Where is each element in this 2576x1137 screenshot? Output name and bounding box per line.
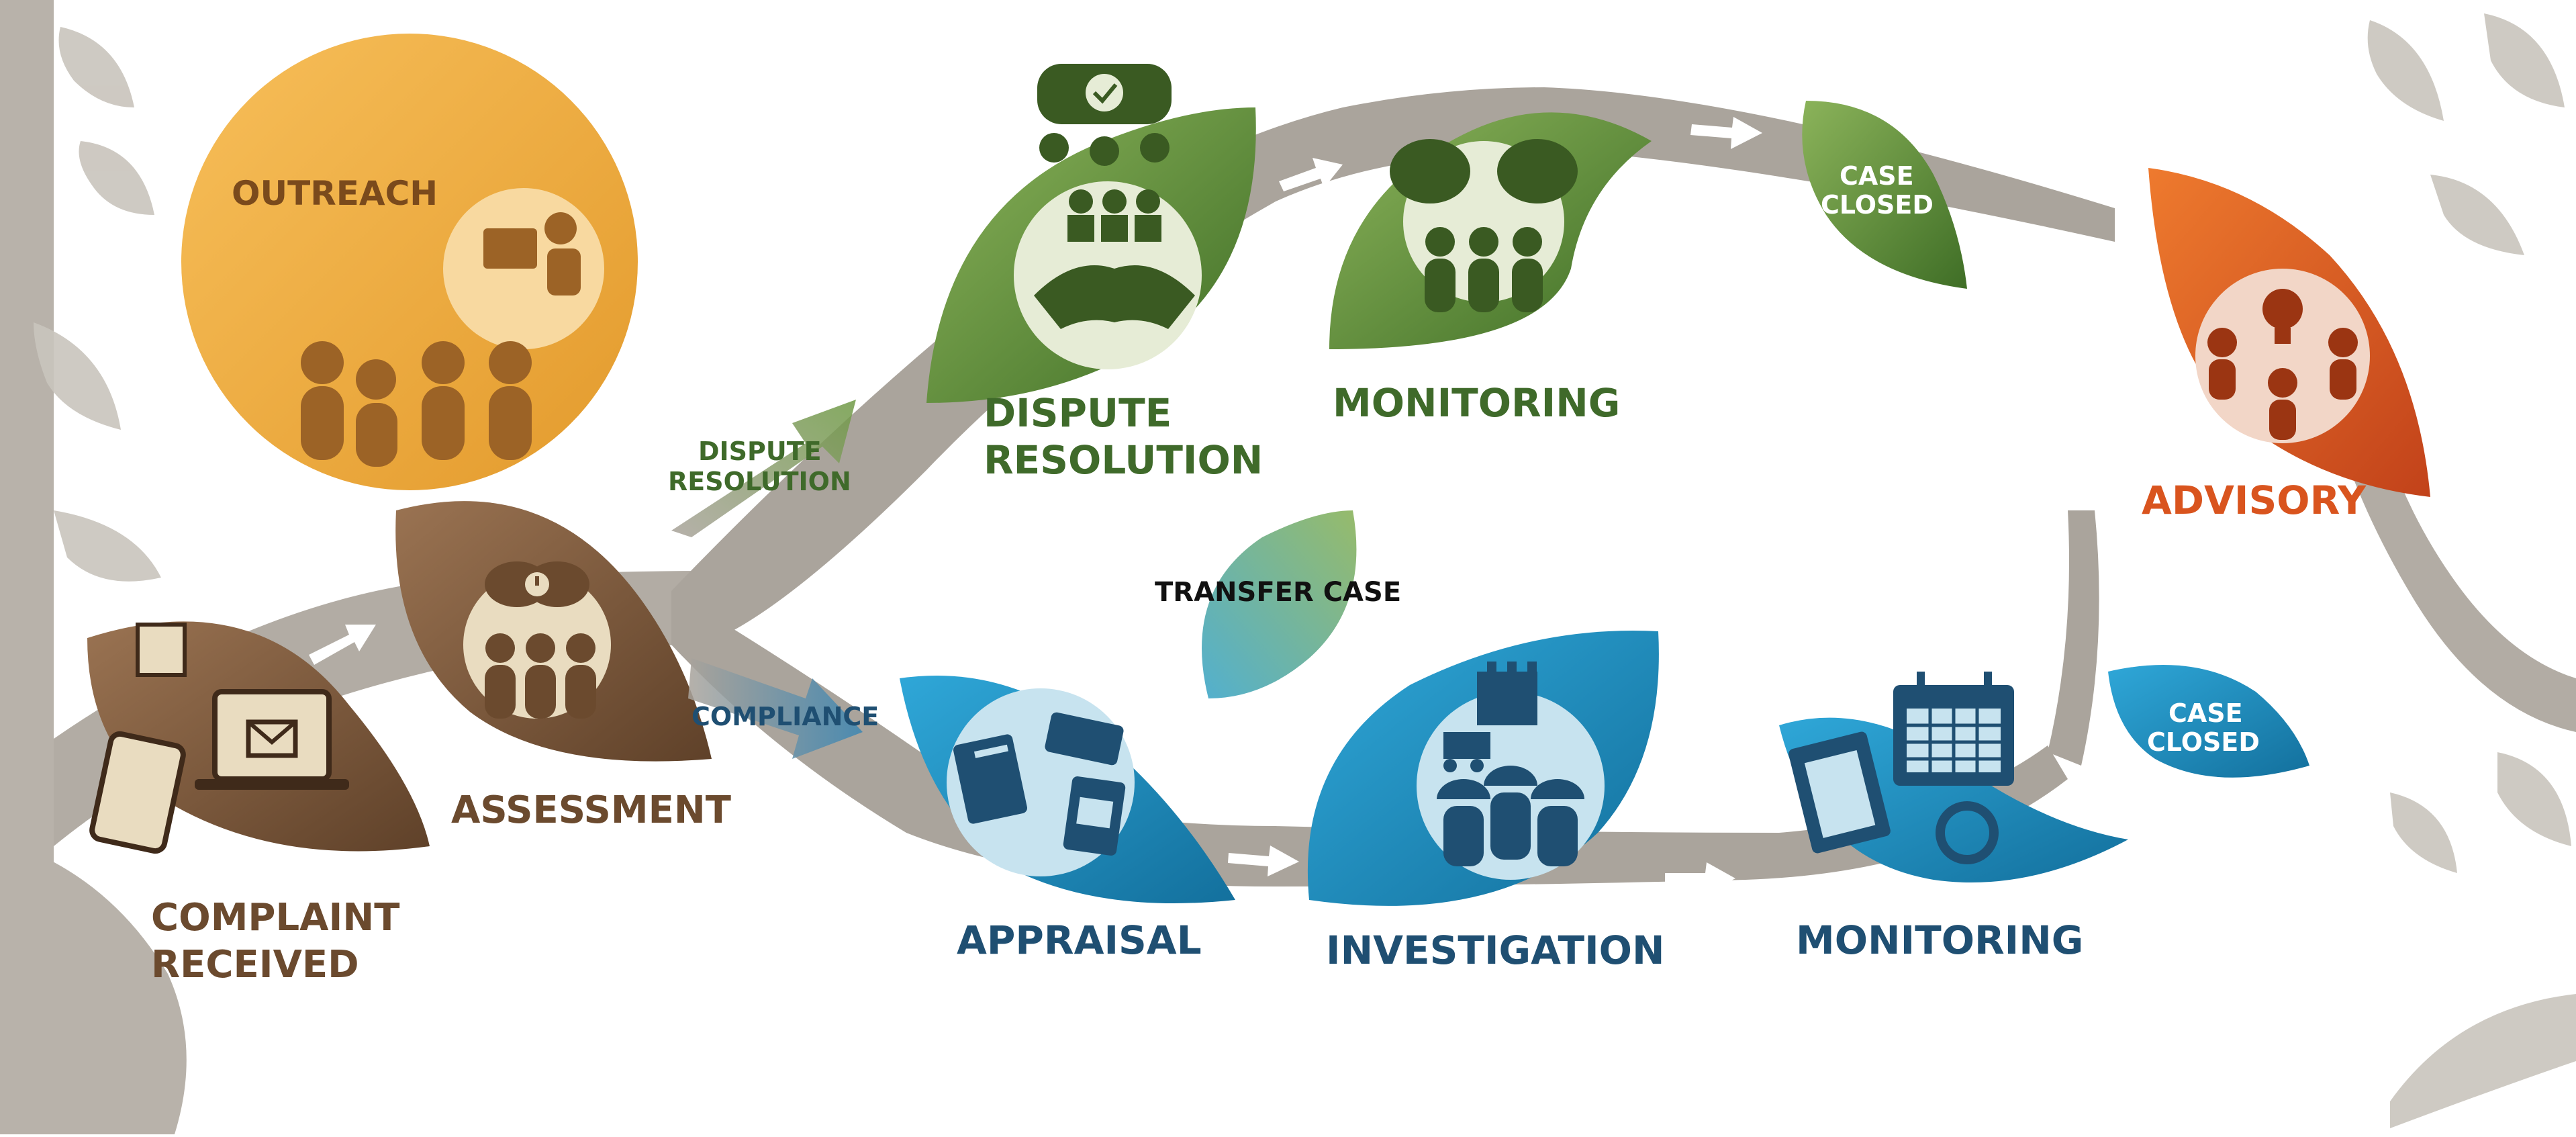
arrow-icon <box>309 625 376 665</box>
arrow-icon <box>688 658 863 759</box>
monitoring-c-label: MONITORING <box>1796 917 2083 963</box>
case-closed-dr-line1: CASE <box>1840 161 1914 191</box>
arrow-icon <box>2074 762 2115 801</box>
dispute-label-line1: DISPUTE <box>984 390 1172 436</box>
stage-complaint-received: COMPLAINT RECEIVED <box>87 621 430 987</box>
branch-label-dispute-line1: DISPUTE <box>698 437 822 466</box>
leaf-icon <box>2430 175 2524 255</box>
stage-assessment: ASSESSMENT <box>395 501 731 832</box>
monitoring-dr-label: MONITORING <box>1333 380 1620 426</box>
stage-monitoring-dispute: MONITORING <box>1329 112 1652 426</box>
arrow-icon <box>1665 862 1735 893</box>
trunk-root <box>0 839 187 1134</box>
leaf-icon <box>79 141 154 215</box>
branch-twig <box>2048 510 2099 766</box>
leaf-icon <box>58 27 134 107</box>
devices-icon <box>89 623 349 854</box>
checklist-bubbles-icon <box>1037 64 1172 166</box>
decorative-leaves <box>34 13 2576 1128</box>
branch-label-compliance: COMPLIANCE <box>691 702 879 731</box>
stage-outreach: OUTREACH <box>181 34 638 490</box>
complaint-label-line2: RECEIVED <box>151 943 359 987</box>
checklist-bubbles-icon <box>1390 139 1578 312</box>
transfer-leaf <box>1202 510 1357 698</box>
case-closed-c-leaf <box>2108 665 2309 778</box>
advisory-inner-circle <box>2195 269 2370 443</box>
stage-case-closed-dispute: CASE CLOSED <box>1802 101 1967 289</box>
case-closed-c-line1: CASE <box>2168 698 2243 728</box>
outreach-label: OUTREACH <box>232 174 438 213</box>
branch-label-dispute-line2: RESOLUTION <box>668 467 851 496</box>
leaf-icon <box>2497 752 2571 846</box>
advisory-label: ADVISORY <box>2142 477 2367 523</box>
arrow-icon <box>1690 117 1762 149</box>
branch-arrow-dispute: DISPUTE RESOLUTION <box>668 400 856 537</box>
leaf-icon <box>2367 20 2444 121</box>
leaf-icon <box>2390 994 2576 1128</box>
speech-bubbles-icon <box>485 561 596 719</box>
stage-investigation: INVESTIGATION <box>1307 631 1665 973</box>
complaint-label-line1: COMPLAINT <box>151 896 399 940</box>
branch-right <box>2336 416 2576 732</box>
stage-dispute-resolution: DISPUTE RESOLUTION <box>926 64 1263 483</box>
case-closed-c-line2: CLOSED <box>2147 727 2260 757</box>
stage-advisory: ADVISORY <box>2142 168 2430 523</box>
appraisal-label: APPRAISAL <box>957 917 1202 963</box>
case-closed-dr-line2: CLOSED <box>1821 190 1934 220</box>
people-presentation-icon <box>301 212 581 467</box>
case-closed-dr-leaf <box>1802 101 1967 289</box>
leaf-icon <box>2484 13 2565 107</box>
arrow-icon <box>1228 846 1299 876</box>
leaf-icon <box>34 322 121 430</box>
lightbulb-cycle-icon <box>2207 289 2358 440</box>
investigation-label: INVESTIGATION <box>1326 927 1665 973</box>
dispute-label-line2: RESOLUTION <box>984 437 1263 483</box>
stage-appraisal: APPRAISAL <box>900 676 1235 963</box>
transfer-case: TRANSFER CASE <box>1155 510 1401 698</box>
leaf-icon <box>54 510 161 582</box>
stage-monitoring-compliance: MONITORING <box>1779 672 2128 963</box>
transfer-case-label: TRANSFER CASE <box>1155 577 1401 608</box>
stage-case-closed-compliance: CASE CLOSED <box>2108 665 2309 778</box>
arrow-icon <box>1279 158 1343 191</box>
assessment-label: ASSESSMENT <box>451 788 731 832</box>
leaf-icon <box>2390 792 2457 873</box>
branch-arrow-compliance: COMPLIANCE <box>688 658 879 759</box>
factory-workers-icon <box>1437 662 1584 866</box>
calendar-clipboard-icon <box>1788 672 2014 864</box>
arrow-icon <box>671 400 856 537</box>
documents-icon <box>953 712 1126 856</box>
handshake-icon <box>1034 189 1195 329</box>
